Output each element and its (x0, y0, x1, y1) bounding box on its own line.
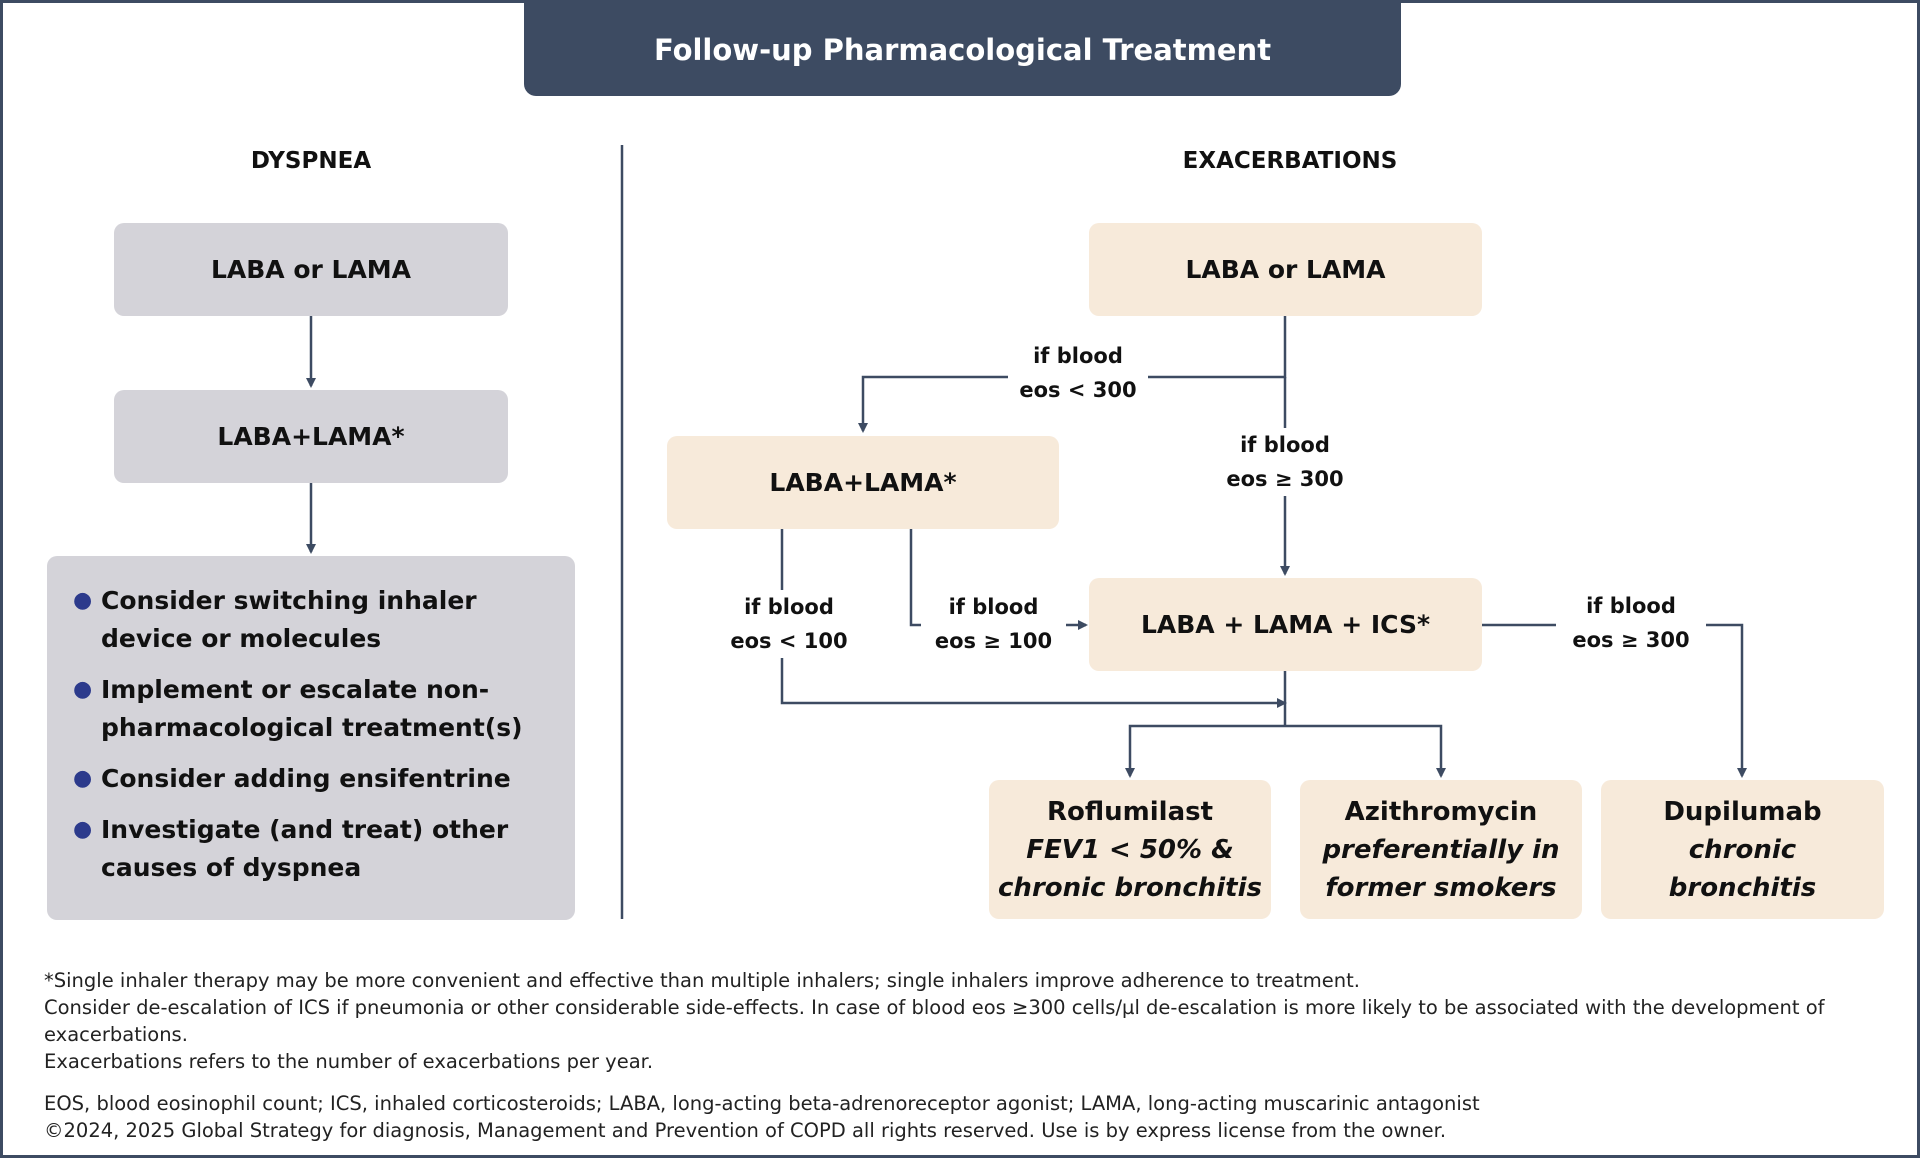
arrow-to-roflumilast (1125, 724, 1285, 778)
exacerbations-heading: EXACERBATIONS (1182, 148, 1398, 174)
condition-line: eos < 300 (1019, 378, 1137, 402)
condition-line: eos < 100 (730, 629, 848, 653)
dyspnea-recommendations-box: ●Consider switching inhaler device or mo… (47, 556, 575, 920)
condition-line: if blood (1586, 594, 1676, 618)
azithromycin-box: Azithromycin preferentially in former sm… (1300, 780, 1582, 919)
condition-eos-ge-300-top: if blood eos ≥ 300 (1210, 428, 1360, 496)
condition-line: eos ≥ 100 (934, 629, 1053, 653)
condition-eos-lt-100: if blood eos < 100 (719, 590, 859, 658)
condition-line: eos ≥ 300 (1226, 467, 1344, 491)
condition-line: eos ≥ 300 (1572, 628, 1690, 652)
exac-triple-therapy-box: LABA + LAMA + ICS* (1089, 578, 1482, 671)
footnote-exacerbations: Exacerbations refers to the number of ex… (44, 1050, 654, 1073)
condition-eos-ge-300-right: if blood eos ≥ 300 (1556, 589, 1706, 657)
dyspnea-heading: DYSPNEA (250, 148, 372, 174)
condition-eos-lt-300: if blood eos < 300 (1008, 339, 1148, 407)
bullet-dot-icon: ● (73, 588, 93, 613)
condition-line: if blood (1033, 344, 1123, 368)
condition-line: if blood (948, 595, 1039, 619)
therapy-criteria: FEV1 < 50% & (1026, 834, 1234, 865)
therapy-criteria: preferentially in (1322, 834, 1560, 865)
therapy-criteria: chronic bronchitis (998, 872, 1262, 903)
condition-line: if blood (1240, 433, 1330, 457)
arrow-dual-to-therapies (780, 529, 1287, 708)
footnote-copyright: ©2024, 2025 Global Strategy for diagnosi… (44, 1119, 1447, 1142)
condition-eos-ge-100: if blood eos ≥ 100 (921, 590, 1066, 658)
footnote-abbreviations: EOS, blood eosinophil count; ICS, inhale… (44, 1092, 1480, 1115)
footnote-deescalation: Consider de-escalation of ICS if pneumon… (44, 996, 1825, 1046)
bullet-dot-icon: ● (73, 677, 93, 702)
dupilumab-box: Dupilumab chronic bronchitis (1601, 780, 1884, 919)
therapy-name: Dupilumab (1663, 796, 1822, 827)
footnote-single-inhaler: *Single inhaler therapy may be more conv… (44, 969, 1360, 992)
therapy-name: Roflumilast (1046, 796, 1214, 827)
therapy-criteria: bronchitis (1668, 872, 1817, 903)
bullet-item: ●Implement or escalate non-pharmacologic… (47, 671, 541, 747)
roflumilast-box: Roflumilast FEV1 < 50% & chronic bronchi… (989, 780, 1271, 919)
therapy-criteria: former smokers (1325, 872, 1557, 903)
connector-lines (306, 145, 1747, 919)
arrow-to-azithromycin (1285, 724, 1446, 778)
page-title: Follow-up Pharmacological Treatment (524, 3, 1401, 96)
bullet-dot-icon: ● (73, 766, 93, 791)
bullet-item: ●Investigate (and treat) other causes of… (47, 811, 541, 887)
bullet-item: ●Consider switching inhaler device or mo… (47, 582, 541, 658)
therapy-criteria: chronic (1688, 834, 1797, 865)
exac-laba-or-lama-box: LABA or LAMA (1089, 223, 1482, 316)
dyspnea-laba-lama-box: LABA+LAMA* (114, 390, 508, 483)
condition-line: if blood (744, 595, 834, 619)
exac-laba-lama-box: LABA+LAMA* (667, 436, 1059, 529)
therapy-name: Azithromycin (1344, 796, 1538, 827)
bullet-item: ●Consider adding ensifentrine (47, 760, 541, 798)
dyspnea-laba-or-lama-box: LABA or LAMA (114, 223, 508, 316)
bullet-dot-icon: ● (73, 817, 93, 842)
